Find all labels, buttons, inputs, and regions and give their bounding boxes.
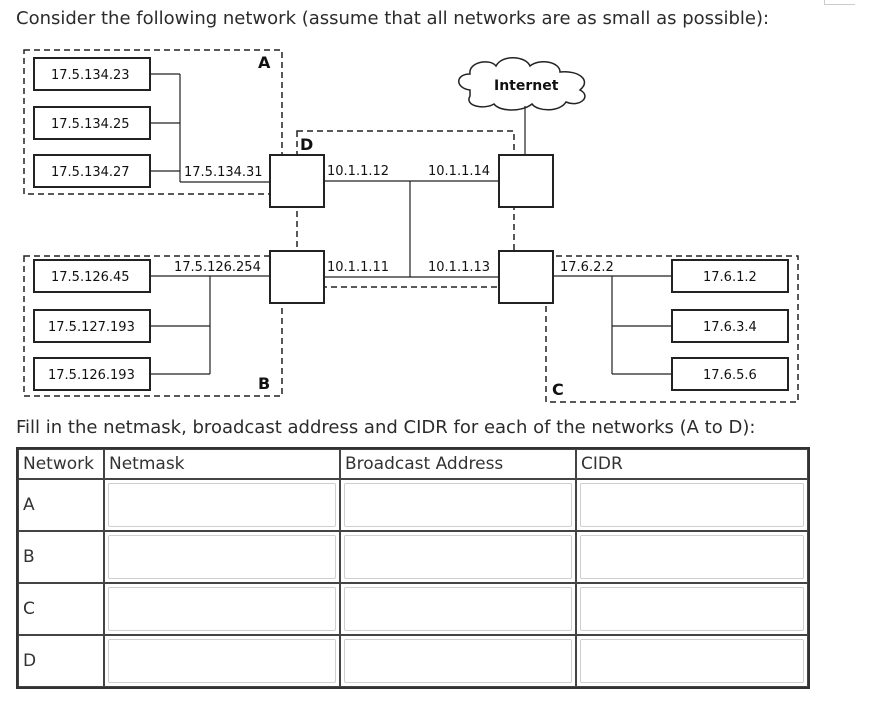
host-a1-label: 17.5.134.23 bbox=[51, 68, 130, 83]
router-2 bbox=[498, 154, 554, 208]
header-network: Network bbox=[18, 449, 104, 479]
iface-b-gw: 17.5.126.254 bbox=[174, 260, 261, 275]
internet-label: Internet bbox=[494, 78, 559, 94]
table-row: B bbox=[18, 531, 808, 583]
question-title: Consider the following network (assume t… bbox=[16, 8, 770, 29]
host-c2 bbox=[671, 309, 789, 343]
host-b1-label: 17.5.126.45 bbox=[51, 270, 130, 285]
row-label-a: A bbox=[18, 479, 104, 531]
host-b3 bbox=[33, 357, 151, 391]
table-header-row: Network Netmask Broadcast Address CIDR bbox=[18, 449, 808, 479]
zone-a-label: A bbox=[258, 53, 271, 72]
iface-d-r2-bot: 10.1.1.13 bbox=[428, 260, 490, 275]
iface-d-r2-top: 10.1.1.14 bbox=[428, 164, 490, 179]
zone-c-label: C bbox=[552, 380, 564, 399]
table-row: A bbox=[18, 479, 808, 531]
cidr-input-d[interactable] bbox=[580, 639, 804, 683]
netmask-input-d[interactable] bbox=[108, 639, 336, 683]
broadcast-input-c[interactable] bbox=[344, 587, 572, 631]
netmask-input-c[interactable] bbox=[108, 587, 336, 631]
broadcast-input-a[interactable] bbox=[344, 483, 572, 527]
zone-d-boundary bbox=[296, 130, 515, 288]
host-a3-label: 17.5.134.27 bbox=[51, 165, 130, 180]
broadcast-input-d[interactable] bbox=[344, 639, 572, 683]
zone-c-boundary bbox=[545, 255, 799, 403]
zone-a-boundary bbox=[23, 49, 283, 195]
iface-d-r1-bot: 10.1.1.11 bbox=[327, 260, 389, 275]
header-netmask: Netmask bbox=[104, 449, 340, 479]
header-cidr: CIDR bbox=[576, 449, 808, 479]
zone-b-label: B bbox=[258, 374, 270, 393]
host-c3-label: 17.6.5.6 bbox=[703, 368, 757, 383]
zone-b-boundary bbox=[23, 255, 283, 397]
host-a2 bbox=[33, 106, 151, 140]
router-1 bbox=[269, 154, 325, 208]
host-c1-label: 17.6.1.2 bbox=[703, 270, 757, 285]
router-3 bbox=[269, 250, 325, 304]
iface-d-r1-top: 10.1.1.12 bbox=[327, 164, 389, 179]
row-label-d: D bbox=[18, 635, 104, 687]
netmask-input-a[interactable] bbox=[108, 483, 336, 527]
row-label-b: B bbox=[18, 531, 104, 583]
network-diagram: A B C D Internet 17.5.134.23 17.5.134.25… bbox=[23, 49, 799, 403]
host-c2-label: 17.6.3.4 bbox=[703, 320, 757, 335]
host-c3 bbox=[671, 357, 789, 391]
row-label-c: C bbox=[18, 583, 104, 635]
cidr-input-a[interactable] bbox=[580, 483, 804, 527]
table-row: C bbox=[18, 583, 808, 635]
iface-c-gw: 17.6.2.2 bbox=[560, 260, 614, 275]
iface-a-gw: 17.5.134.31 bbox=[184, 165, 263, 180]
scroll-corner bbox=[824, 0, 855, 5]
zone-d-label: D bbox=[300, 135, 313, 154]
cidr-input-b[interactable] bbox=[580, 535, 804, 579]
host-b3-label: 17.5.126.193 bbox=[48, 368, 135, 383]
cidr-input-c[interactable] bbox=[580, 587, 804, 631]
router-4 bbox=[498, 250, 554, 304]
host-a2-label: 17.5.134.25 bbox=[51, 117, 130, 132]
internet-cloud-icon bbox=[458, 57, 586, 111]
host-b2-label: 17.5.127.193 bbox=[48, 320, 135, 335]
answer-table: Network Netmask Broadcast Address CIDR A… bbox=[16, 447, 810, 689]
host-b1 bbox=[33, 259, 151, 293]
netmask-input-b[interactable] bbox=[108, 535, 336, 579]
host-b2 bbox=[33, 309, 151, 343]
broadcast-input-b[interactable] bbox=[344, 535, 572, 579]
table-row: D bbox=[18, 635, 808, 687]
instruction-text: Fill in the netmask, broadcast address a… bbox=[16, 417, 756, 438]
header-broadcast: Broadcast Address bbox=[340, 449, 576, 479]
